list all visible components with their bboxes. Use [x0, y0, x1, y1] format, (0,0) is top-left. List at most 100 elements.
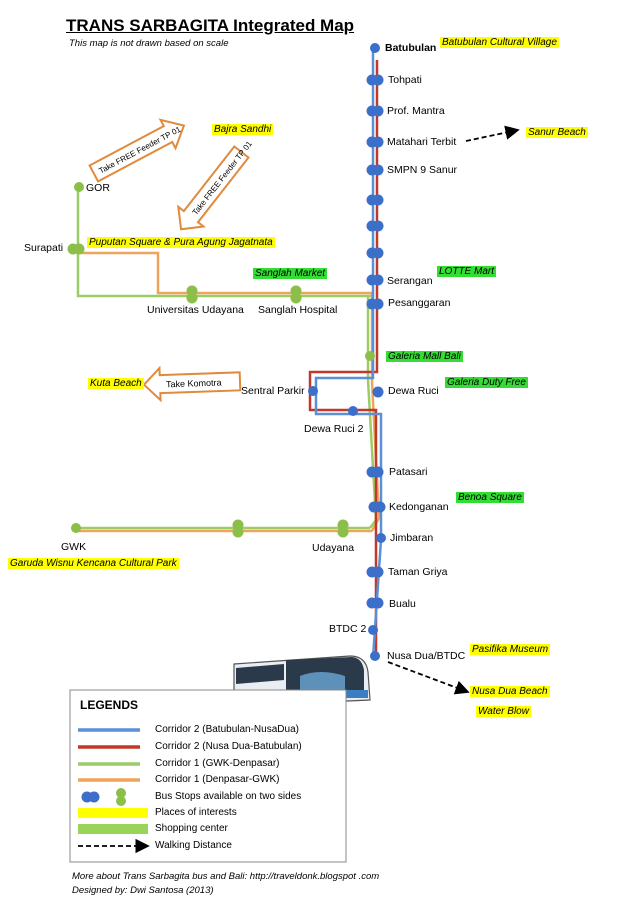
label-univ-udayana: Universitas Udayana — [147, 304, 244, 316]
stop-mantra-b — [372, 105, 384, 117]
stop-batubulan — [370, 43, 380, 53]
label-patasari: Patasari — [389, 466, 428, 478]
legend-box — [69, 689, 347, 863]
corridor-1-green-trunk — [366, 296, 378, 529]
stop-univ-udayana-b — [186, 292, 198, 304]
stop-matahari-b — [372, 136, 384, 148]
stop-patasari-b — [372, 466, 384, 478]
stop-sanglah-b — [290, 292, 302, 304]
legend-item-poi: Places of interests — [155, 807, 237, 818]
stop-galeria-mall — [365, 351, 375, 361]
stop-smpn9-b — [372, 164, 384, 176]
label-kedonganan: Kedonganan — [389, 501, 449, 513]
legend-item-stops: Bus Stops available on two sides — [155, 791, 302, 802]
walking-arrows — [387, 125, 520, 695]
shop-lotte-mart: LOTTE Mart — [437, 266, 497, 277]
shop-sanglah-market: Sanglah Market — [253, 268, 328, 279]
legend-swatch-poi — [78, 808, 148, 818]
stop-bualu-b — [372, 597, 384, 609]
stop-taman-griya-b — [372, 566, 384, 578]
komotra-arrow: Take Komotra — [142, 365, 242, 403]
legend-item-c1-denpasar: Corridor 1 (Denpasar-GWK) — [155, 774, 280, 785]
poi-water-blow: Water Blow — [476, 706, 531, 717]
label-dewa-ruci: Dewa Ruci — [388, 385, 439, 397]
page-subtitle: This map is not drawn based on scale — [69, 38, 229, 49]
walk-arrow-sanur — [465, 125, 520, 142]
komotra-arrow-label: Take Komotra — [166, 377, 222, 389]
stop-unnamed-3b — [372, 247, 384, 259]
legend-item-walk: Walking Distance — [155, 840, 232, 851]
feeder-arrow-bajra: Take FREE Feeder TP 01 — [88, 118, 186, 183]
corridor-2-stops — [308, 43, 386, 661]
label-matahari-terbit: Matahari Terbit — [387, 136, 457, 148]
label-batubulan: Batubulan — [385, 42, 437, 54]
feeder-arrow-bajra-label: Take FREE Feeder TP 01 — [98, 124, 183, 175]
label-taman-griya: Taman Griya — [388, 566, 448, 578]
poi-gwk-park: Garuda Wisnu Kencana Cultural Park — [8, 558, 179, 569]
legend-swatch-stop-blue-b — [88, 791, 100, 803]
label-gwk: GWK — [61, 541, 87, 553]
corridor-1-green-north — [76, 188, 372, 298]
legend-item-c2-batubulan: Corridor 2 (Batubulan-NusaDua) — [155, 724, 299, 735]
stop-dewa-ruci-2 — [348, 406, 358, 416]
stop-jimbaran — [376, 533, 386, 543]
stop-kedonganan-b — [374, 501, 386, 513]
label-gor: GOR — [86, 182, 110, 194]
label-tohpati: Tohpati — [388, 74, 422, 86]
poi-sanur-beach: Sanur Beach — [526, 127, 588, 138]
corridor-1-lines — [76, 188, 381, 533]
stop-btdc2 — [368, 625, 378, 635]
shop-benoa-square: Benoa Square — [456, 492, 524, 503]
label-dewa-ruci-2: Dewa Ruci 2 — [304, 423, 364, 435]
stop-unnamed-2b — [372, 220, 384, 232]
legend-swatch-stop-green-a — [116, 788, 126, 798]
label-nusa-dua-btdc: Nusa Dua/BTDC — [387, 650, 466, 662]
label-bualu: Bualu — [389, 598, 416, 610]
stop-sentral-parkir — [308, 386, 318, 396]
stop-tohpati-b — [372, 74, 384, 86]
poi-batubulan-cultural: Batubulan Cultural Village — [440, 37, 559, 48]
stop-unnamed-1b — [372, 194, 384, 206]
label-prof-mantra: Prof. Mantra — [387, 105, 445, 117]
stop-gwk-mid-b — [232, 526, 244, 538]
label-surapati: Surapati — [24, 242, 64, 254]
corridor-1-stops — [67, 182, 375, 538]
poi-pasifika: Pasifika Museum — [470, 644, 551, 655]
label-btdc2: BTDC 2 — [329, 623, 367, 635]
stop-gor — [74, 182, 84, 192]
feeder-arrow-puputan: Take FREE Feeder TP 01 — [177, 139, 255, 231]
walk-arrow-nusadua — [387, 661, 470, 695]
legend-item-c1-gwk: Corridor 1 (GWK-Denpasar) — [155, 758, 280, 769]
stop-pesanggaran-b — [372, 298, 384, 310]
stop-udayana-b — [337, 526, 349, 538]
poi-kuta-beach: Kuta Beach — [88, 378, 144, 389]
transfer-arrows: Take FREE Feeder TP 01 Take FREE Feeder … — [88, 118, 255, 403]
label-jimbaran: Jimbaran — [390, 532, 434, 544]
legend-swatch-shop — [78, 824, 148, 834]
label-pesanggaran: Pesanggaran — [388, 297, 451, 309]
shop-galeria-duty-free: Galeria Duty Free — [445, 377, 528, 388]
poi-nusa-dua-beach: Nusa Dua Beach — [470, 686, 550, 697]
stop-serangan-b — [372, 274, 384, 286]
legend-swatch-stop-green-b — [116, 796, 126, 806]
label-smpn9: SMPN 9 Sanur — [387, 164, 458, 176]
corridor-1-orange-north — [80, 251, 372, 295]
poi-puputan: Puputan Square & Pura Agung Jagatnata — [87, 237, 275, 248]
stop-gwk — [71, 523, 81, 533]
label-serangan: Serangan — [387, 275, 433, 287]
footer-designer: Designed by: Dwi Santosa (2013) — [72, 885, 214, 896]
poi-bajra-sandhi: Bajra Sandhi — [212, 124, 274, 135]
label-udayana: Udayana — [312, 542, 355, 554]
legend-item-c2-nusadua: Corridor 2 (Nusa Dua-Batubulan) — [155, 741, 302, 752]
label-sanglah-hospital: Sanglah Hospital — [258, 304, 338, 316]
stop-nusa-dua — [370, 651, 380, 661]
stop-surapati-b — [73, 243, 85, 255]
legend-title: LEGENDS — [80, 698, 139, 712]
legend-item-shop: Shopping center — [155, 823, 228, 834]
page-title: TRANS SARBAGITA Integrated Map — [66, 16, 355, 35]
footer-credits-link: More about Trans Sarbagita bus and Bali:… — [72, 871, 380, 882]
stop-dewa-ruci — [372, 386, 384, 398]
feeder-arrow-puputan-label: Take FREE Feeder TP 01 — [191, 139, 255, 217]
